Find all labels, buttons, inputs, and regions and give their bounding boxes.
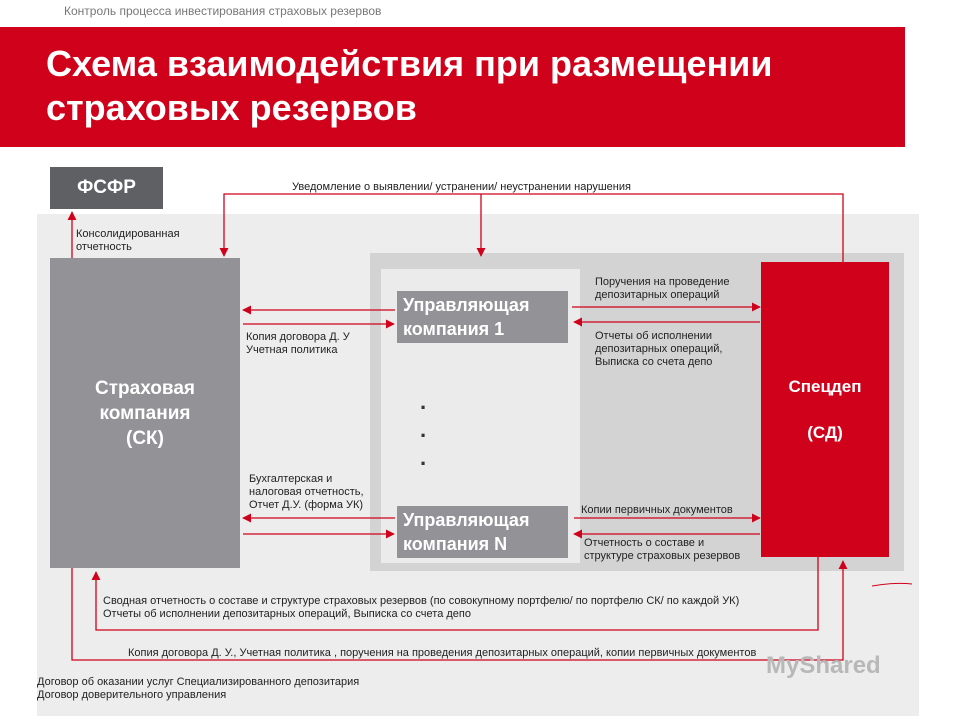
top-caption: Контроль процесса инвестирования страхов… bbox=[64, 4, 382, 18]
ukn-line-2: компания N bbox=[403, 534, 508, 554]
title-banner bbox=[0, 27, 905, 147]
management-company-1-box: Управляющая компания 1 bbox=[397, 291, 568, 343]
management-company-n-box: Управляющая компания N bbox=[397, 506, 568, 558]
watermark-logo: MyShared bbox=[766, 652, 881, 679]
special-depository-box: Спецдеп (СД) bbox=[761, 262, 889, 557]
label-accounting: Бухгалтерская и налоговая отчетность, От… bbox=[249, 473, 364, 511]
label-summary: Сводная отчетность о составе и структуре… bbox=[103, 595, 740, 620]
sk-line-3: (СК) bbox=[126, 427, 164, 449]
ellipsis-dots: . . . bbox=[420, 389, 427, 470]
line-summary bbox=[91, 557, 819, 631]
line-notification bbox=[219, 193, 844, 262]
footer-line-2: Договор доверительного управления bbox=[37, 689, 227, 701]
footer-line-1: Договор об оказании услуг Специализирова… bbox=[37, 676, 360, 688]
sd-line-2: (СД) bbox=[807, 422, 843, 442]
footer-notes: Договор об оказании услуг Специализирова… bbox=[37, 676, 359, 702]
fsfr-box: ФСФР bbox=[50, 167, 163, 209]
label-composition: Отчетность о составе и структуре страхов… bbox=[584, 537, 741, 562]
label-consolidated: Консолидированная отчетность bbox=[76, 228, 180, 253]
label-reports: Отчеты об исполнении депозитарных операц… bbox=[595, 330, 723, 368]
label-bottom-flow: Копия договора Д. У., Учетная политика ,… bbox=[128, 647, 757, 659]
label-orders: Поручения на проведение депозитарных опе… bbox=[595, 276, 730, 301]
ukn-line-1: Управляющая bbox=[403, 510, 530, 530]
label-contract-copy: Копия договора Д. У Учетная политика bbox=[246, 331, 350, 356]
label-notification: Уведомление о выявлении/ устранении/ неу… bbox=[292, 181, 631, 193]
label-primary-docs: Копии первичных документов bbox=[581, 504, 733, 516]
sd-line-1: Спецдеп bbox=[788, 376, 862, 396]
sk-line-1: Страховая bbox=[95, 377, 195, 399]
line-bottom-flow bbox=[71, 560, 848, 661]
insurance-company-box: Страховая компания (СК) bbox=[50, 258, 240, 568]
page-title: Схема взаимодействия при размещении стра… bbox=[46, 43, 773, 128]
sk-line-2: компания bbox=[99, 402, 191, 424]
uk1-line-1: Управляющая bbox=[403, 295, 530, 315]
uk1-line-2: компания 1 bbox=[403, 319, 505, 339]
